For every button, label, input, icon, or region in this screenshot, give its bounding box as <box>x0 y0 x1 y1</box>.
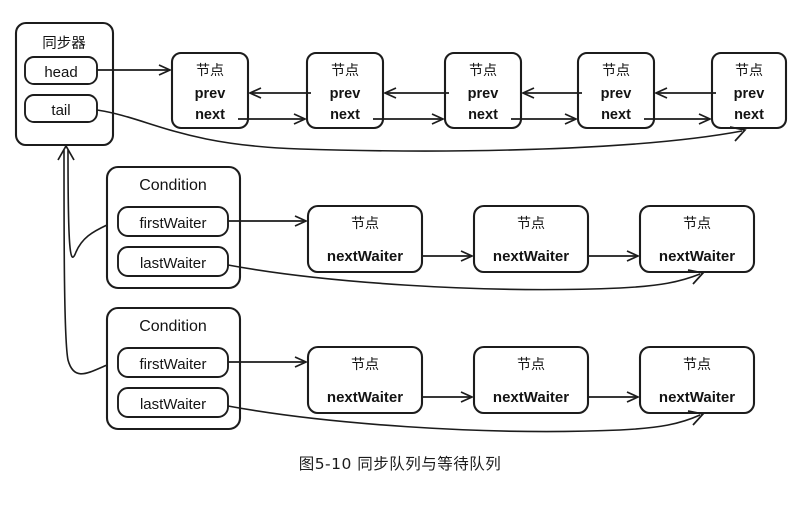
condition-2-outline <box>105 306 242 431</box>
arrow-prev-2-1 <box>247 87 311 99</box>
wait-node-2-3-nextwaiter: nextWaiter <box>659 389 735 406</box>
condition-1-box: Condition firstWaiter lastWaiter <box>105 165 242 290</box>
synchronizer-head-label: head <box>44 64 77 81</box>
wait-node-2-3: 节点 nextWaiter <box>638 345 756 415</box>
condition-1-outline <box>105 165 242 290</box>
sync-node-1-prev: prev <box>195 86 226 102</box>
wait-node-1-1: 节点 nextWaiter <box>306 204 424 274</box>
sync-node-3-next: next <box>468 107 498 123</box>
arrow-cond1-first-to-node <box>228 215 309 227</box>
wait-node-2-3-title: 节点 <box>683 357 711 373</box>
sync-node-4-title: 节点 <box>602 63 630 79</box>
condition-2-box: Condition firstWaiter lastWaiter <box>105 306 242 431</box>
arrow-next-1-2 <box>238 113 308 125</box>
condition-1-lastwaiter-label: lastWaiter <box>140 255 206 272</box>
condition-2-title: Condition <box>139 318 207 335</box>
arrow-prev-5-4 <box>653 87 716 99</box>
arrow-next-4-5 <box>644 113 713 125</box>
curve-cond1-last-to-lastnode <box>227 264 705 291</box>
wait-node-1-3: 节点 nextWaiter <box>638 204 756 274</box>
sync-node-3-title: 节点 <box>469 63 497 79</box>
sync-node-2: 节点 prev next <box>305 51 385 130</box>
sync-node-5-prev: prev <box>734 86 765 102</box>
sync-node-2-next: next <box>330 107 360 123</box>
arrow-cond1-node1-to-node2 <box>422 250 475 262</box>
wait-node-1-1-nextwaiter: nextWaiter <box>327 248 403 265</box>
condition-2-firstwaiter-label: firstWaiter <box>140 356 207 373</box>
sync-node-2-outline <box>305 51 385 130</box>
figure-caption: 图5-10 同步队列与等待队列 <box>298 455 502 473</box>
wait-node-2-1-nextwaiter: nextWaiter <box>327 389 403 406</box>
arrow-next-3-4 <box>511 113 579 125</box>
wait-node-2-2-title: 节点 <box>517 357 545 373</box>
sync-node-1: 节点 prev next <box>170 51 250 130</box>
wait-node-1-1-outline <box>306 204 424 274</box>
arrow-prev-3-2 <box>382 87 449 99</box>
sync-node-1-next: next <box>195 107 225 123</box>
sync-node-5-next: next <box>734 107 764 123</box>
sync-node-3-prev: prev <box>468 86 499 102</box>
wait-node-2-1-title: 节点 <box>351 357 379 373</box>
sync-node-1-title: 节点 <box>196 63 224 79</box>
sync-node-4: 节点 prev next <box>576 51 656 130</box>
sync-node-4-next: next <box>601 107 631 123</box>
sync-node-5-outline <box>710 51 788 130</box>
wait-node-1-3-nextwaiter: nextWaiter <box>659 248 735 265</box>
curve-cond2-to-synchronizer <box>57 144 108 375</box>
wait-node-2-2-nextwaiter: nextWaiter <box>493 389 569 406</box>
synchronizer-outline <box>14 21 115 147</box>
wait-node-1-2-outline <box>472 204 590 274</box>
arrow-next-2-3 <box>373 113 446 125</box>
curve-cond1-to-synchronizer <box>67 149 108 258</box>
sync-node-4-prev: prev <box>601 86 632 102</box>
arrow-cond2-node2-to-node3 <box>588 391 641 403</box>
wait-node-1-3-title: 节点 <box>683 216 711 232</box>
wait-node-2-1: 节点 nextWaiter <box>306 345 424 415</box>
sync-node-3: 节点 prev next <box>443 51 523 130</box>
sync-node-1-outline <box>170 51 250 130</box>
sync-node-2-prev: prev <box>330 86 361 102</box>
synchronizer-tail-field-box <box>24 94 98 123</box>
arrow-cond2-node1-to-node2 <box>422 391 475 403</box>
sync-node-3-outline <box>443 51 523 130</box>
condition-1-firstwaiter-label: firstWaiter <box>140 215 207 232</box>
sync-node-2-title: 节点 <box>331 63 359 79</box>
arrow-head-to-node1 <box>97 64 173 76</box>
synchronizer-box: 同步器 head tail <box>14 21 115 147</box>
curve-tail-to-last-node <box>96 109 747 152</box>
condition-2-lastwaiter-box <box>117 387 229 418</box>
wait-node-2-2-outline <box>472 345 590 415</box>
curve-cond2-last-to-lastnode <box>227 405 705 433</box>
wait-node-1-1-title: 节点 <box>351 216 379 232</box>
wait-node-1-2-title: 节点 <box>517 216 545 232</box>
sync-node-4-outline <box>576 51 656 130</box>
wait-node-2-2: 节点 nextWaiter <box>472 345 590 415</box>
synchronizer-tail-label: tail <box>51 102 70 119</box>
wait-node-1-2-nextwaiter: nextWaiter <box>493 248 569 265</box>
sync-node-5: 节点 prev next <box>710 51 788 130</box>
wait-node-2-1-outline <box>306 345 424 415</box>
wait-node-1-2: 节点 nextWaiter <box>472 204 590 274</box>
sync-node-5-title: 节点 <box>735 63 763 79</box>
arrow-prev-4-3 <box>520 87 582 99</box>
condition-2-lastwaiter-label: lastWaiter <box>140 396 206 413</box>
condition-1-title: Condition <box>139 177 207 194</box>
arrow-cond1-node2-to-node3 <box>588 250 641 262</box>
synchronizer-title: 同步器 <box>42 35 86 52</box>
condition-1-lastwaiter-box <box>117 246 229 277</box>
arrow-cond2-first-to-node <box>228 356 309 368</box>
